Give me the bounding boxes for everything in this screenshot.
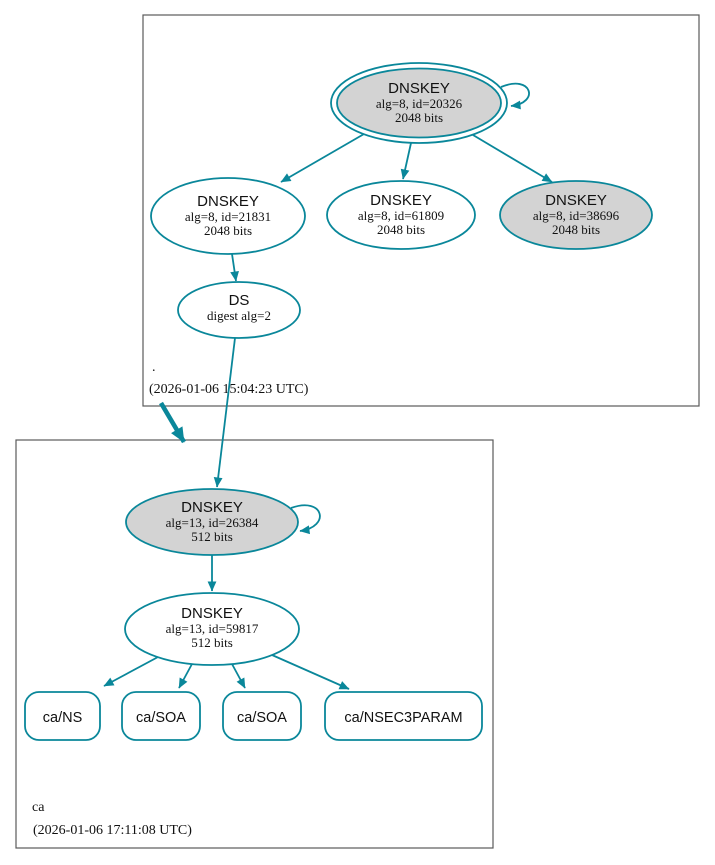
- root-dnskey-38696-detail: alg=8, id=38696: [533, 208, 620, 223]
- rrset-ca-soa2-label: ca/SOA: [237, 710, 287, 726]
- ca-zsk-bits: 512 bits: [191, 635, 233, 650]
- rrset-ca-ns-label: ca/NS: [43, 710, 83, 726]
- edge-ca-zsk-to-soa2: [231, 663, 246, 689]
- ca-zone-label: ca: [32, 800, 45, 815]
- root-ksk-detail: alg=8, id=20326: [376, 96, 463, 111]
- ca-zone-timestamp: (2026-01-06 17:11:08 UTC): [33, 823, 192, 838]
- rrset-ca-nsec3param-node[interactable]: ca/NSEC3PARAM: [324, 691, 483, 741]
- root-ksk-title: DNSKEY: [388, 80, 450, 97]
- ca-ksk-bits: 512 bits: [191, 529, 233, 544]
- edge-root-ksk-to-38696: [472, 134, 553, 183]
- edge-root-ksk-to-zsk: [280, 133, 365, 183]
- ca-ksk-detail: alg=13, id=26384: [166, 515, 259, 530]
- root-ds-title: DS: [229, 292, 250, 309]
- ca-zsk-title: DNSKEY: [181, 605, 243, 622]
- root-dnskey-38696-bits: 2048 bits: [552, 222, 600, 237]
- root-zsk-node[interactable]: DNSKEY alg=8, id=21831 2048 bits: [150, 177, 306, 255]
- edge-root-ksk-to-61809: [400, 142, 412, 180]
- ca-zsk-node[interactable]: DNSKEY alg=13, id=59817 512 bits: [124, 592, 300, 666]
- ca-zone-box: [15, 439, 494, 849]
- rrset-ca-ns-node[interactable]: ca/NS: [24, 691, 101, 741]
- root-ds-node[interactable]: DS digest alg=2: [177, 281, 301, 339]
- root-ds-detail: digest alg=2: [207, 308, 271, 323]
- edge-ca-zsk-to-nsec3param: [271, 654, 350, 690]
- root-dnskey-38696-title: DNSKEY: [545, 192, 607, 209]
- ca-ksk-node[interactable]: DNSKEY alg=13, id=26384 512 bits: [125, 488, 299, 556]
- rrset-ca-nsec3param-label: ca/NSEC3PARAM: [344, 710, 462, 726]
- ca-ksk-title: DNSKEY: [181, 499, 243, 516]
- root-dnskey-61809-node[interactable]: DNSKEY alg=8, id=61809 2048 bits: [326, 180, 476, 250]
- root-ksk-bits: 2048 bits: [395, 110, 443, 125]
- ca-zsk-detail: alg=13, id=59817: [166, 621, 259, 636]
- root-dnskey-38696-node[interactable]: DNSKEY alg=8, id=38696 2048 bits: [499, 180, 653, 250]
- edge-root-zone-to-ca-zone: [159, 401, 186, 444]
- root-zone-label: .: [152, 360, 156, 375]
- root-ksk-node[interactable]: DNSKEY alg=8, id=20326 2048 bits: [330, 62, 508, 144]
- root-zsk-bits: 2048 bits: [204, 223, 252, 238]
- rrset-ca-soa2-node[interactable]: ca/SOA: [222, 691, 302, 741]
- root-zsk-title: DNSKEY: [197, 193, 259, 210]
- root-zsk-detail: alg=8, id=21831: [185, 209, 271, 224]
- rrset-ca-soa-node[interactable]: ca/SOA: [121, 691, 201, 741]
- rrset-ca-soa-label: ca/SOA: [136, 710, 186, 726]
- root-dnskey-61809-detail: alg=8, id=61809: [358, 208, 444, 223]
- root-zone-box: [142, 14, 700, 407]
- root-dnskey-61809-title: DNSKEY: [370, 192, 432, 209]
- edge-ca-ksk-selfloop: [290, 504, 321, 535]
- root-dnskey-61809-bits: 2048 bits: [377, 222, 425, 237]
- edge-root-ksk-selfloop: [500, 82, 530, 110]
- edge-ca-zsk-to-soa: [178, 663, 193, 689]
- edge-ds-to-ca-ksk: [213, 337, 236, 488]
- edge-ca-zsk-to-ns: [103, 656, 159, 687]
- edge-root-zsk-to-ds: [230, 253, 239, 282]
